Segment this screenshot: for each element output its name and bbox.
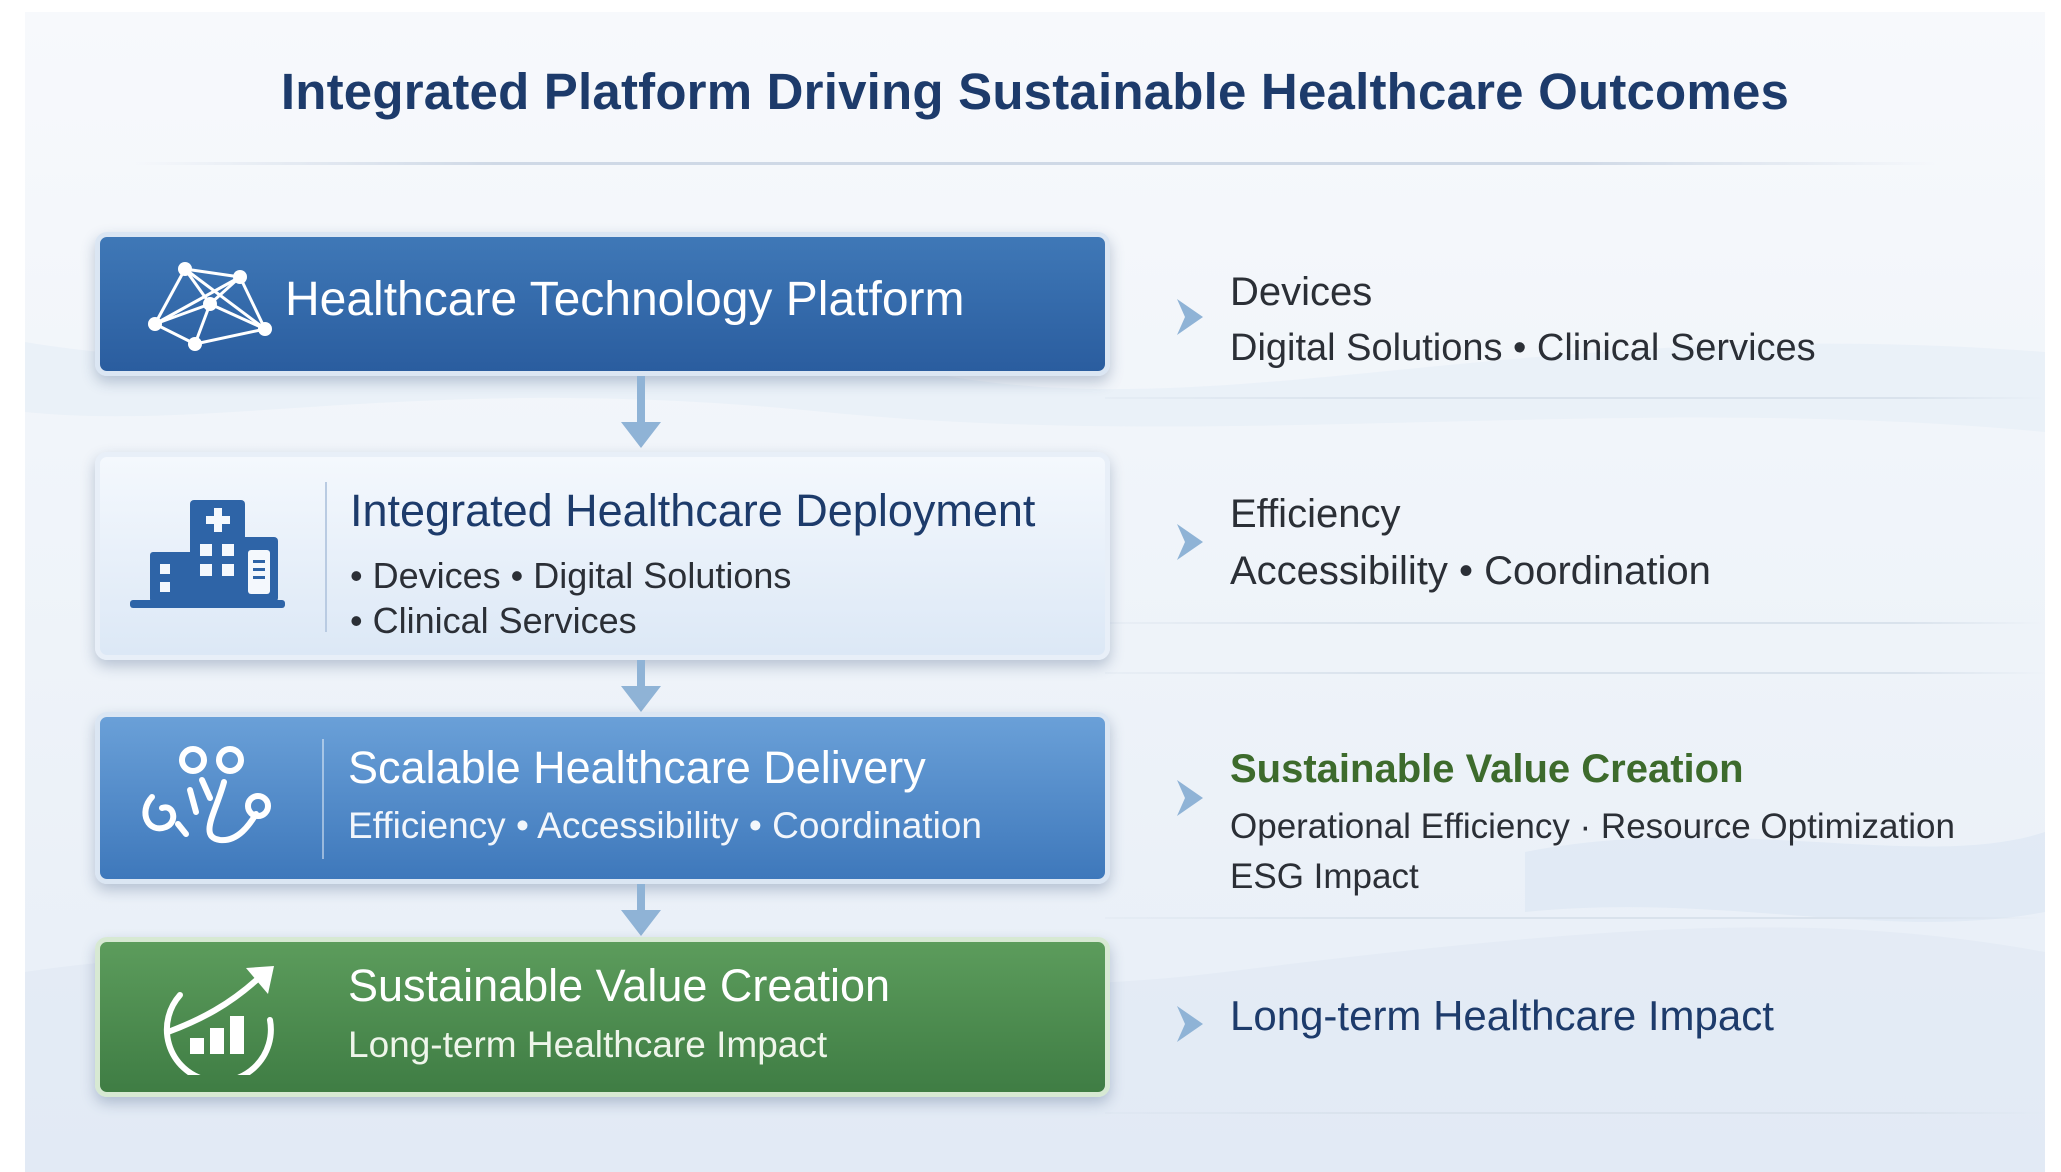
care-delivery-icon xyxy=(138,742,278,857)
network-icon xyxy=(135,259,275,354)
title-divider xyxy=(135,162,1935,165)
chevron-right-icon xyxy=(1175,522,1205,562)
row-divider xyxy=(1105,622,2045,624)
outcome-line: ESG Impact xyxy=(1230,857,1419,896)
outcome-heading: Long-term Healthcare Impact xyxy=(1230,992,1774,1039)
down-arrow-icon xyxy=(621,660,661,716)
stage-title: Sustainable Value Creation xyxy=(348,960,891,1011)
row-divider xyxy=(1105,672,2045,674)
hospital-building-icon xyxy=(130,492,285,612)
stage-box-delivery: Scalable Healthcare Delivery Efficiency … xyxy=(95,712,1110,884)
stage-title: Scalable Healthcare Delivery xyxy=(348,742,926,793)
outcome-heading: Devices xyxy=(1230,270,1373,314)
stage-bullet: • Clinical Services xyxy=(350,600,637,641)
chevron-right-icon xyxy=(1175,778,1205,818)
chevron-right-icon xyxy=(1175,1004,1205,1044)
row-divider xyxy=(1105,1112,2045,1114)
stage-box-platform: Healthcare Technology Platform xyxy=(95,232,1110,376)
stage-subtitle: Long-term Healthcare Impact xyxy=(348,1024,828,1065)
growth-chart-icon xyxy=(150,960,285,1075)
outcome-heading: Efficiency xyxy=(1230,492,1401,536)
stage-title: Healthcare Technology Platform xyxy=(285,273,965,326)
outcome-heading: Sustainable Value Creation xyxy=(1230,747,1744,791)
stage-box-deployment: Integrated Healthcare Deployment • Devic… xyxy=(95,452,1110,660)
outcome-line: Digital Solutions • Clinical Services xyxy=(1230,327,1816,369)
stage-subtitle: Efficiency • Accessibility • Coordinatio… xyxy=(348,805,982,846)
stage-bullet: • Devices • Digital Solutions xyxy=(350,555,792,596)
page-title: Integrated Platform Driving Sustainable … xyxy=(280,63,1790,120)
icon-divider xyxy=(325,482,327,632)
chevron-right-icon xyxy=(1175,297,1205,337)
outcome-line: Operational Efficiency · Resource Optimi… xyxy=(1230,807,1955,846)
row-divider xyxy=(1105,917,2045,919)
outcome-line: Accessibility • Coordination xyxy=(1230,549,1711,593)
stage-box-value: Sustainable Value Creation Long-term Hea… xyxy=(95,937,1110,1097)
row-divider xyxy=(1105,397,2045,399)
slide-canvas: Integrated Platform Driving Sustainable … xyxy=(25,12,2045,1172)
stage-title: Integrated Healthcare Deployment xyxy=(350,485,1036,536)
icon-divider xyxy=(322,739,324,859)
down-arrow-icon xyxy=(621,376,661,452)
down-arrow-icon xyxy=(621,884,661,940)
